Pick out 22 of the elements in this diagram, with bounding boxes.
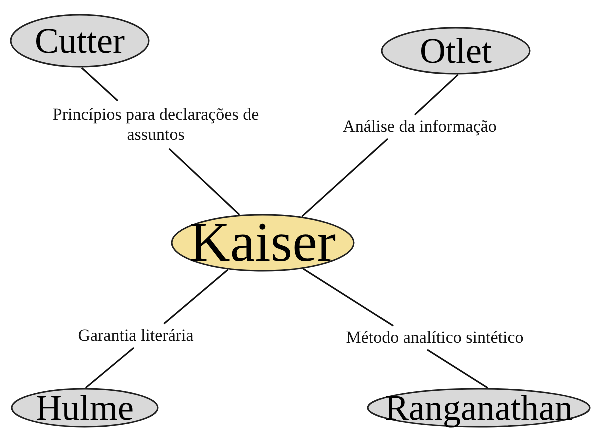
name-label: Cutter bbox=[35, 23, 125, 59]
connector-line bbox=[302, 138, 389, 218]
connector-line bbox=[85, 347, 135, 389]
connector-line bbox=[302, 268, 394, 327]
name-label: Otlet bbox=[420, 33, 492, 69]
name-label: Kaiser bbox=[190, 215, 336, 271]
name-label: Hulme bbox=[36, 390, 134, 426]
topic-label: Garantia literária bbox=[58, 324, 214, 348]
author-ellipse bbox=[11, 388, 159, 428]
author-ellipse bbox=[10, 14, 150, 68]
connector-line bbox=[168, 148, 240, 216]
name-label: Ranganathan bbox=[385, 390, 573, 426]
connector-line bbox=[164, 269, 229, 325]
author-ellipse bbox=[381, 27, 531, 75]
connector-line bbox=[414, 74, 459, 116]
central-ellipse bbox=[171, 214, 355, 272]
topic-label: Método analítico sintético bbox=[318, 326, 552, 350]
topic-label: Análise da informação bbox=[318, 115, 522, 139]
topic-label: Princípios para declarações de assuntos bbox=[49, 101, 263, 149]
connector-line bbox=[427, 349, 488, 389]
author-ellipse bbox=[367, 388, 591, 428]
connector-line bbox=[81, 67, 119, 102]
